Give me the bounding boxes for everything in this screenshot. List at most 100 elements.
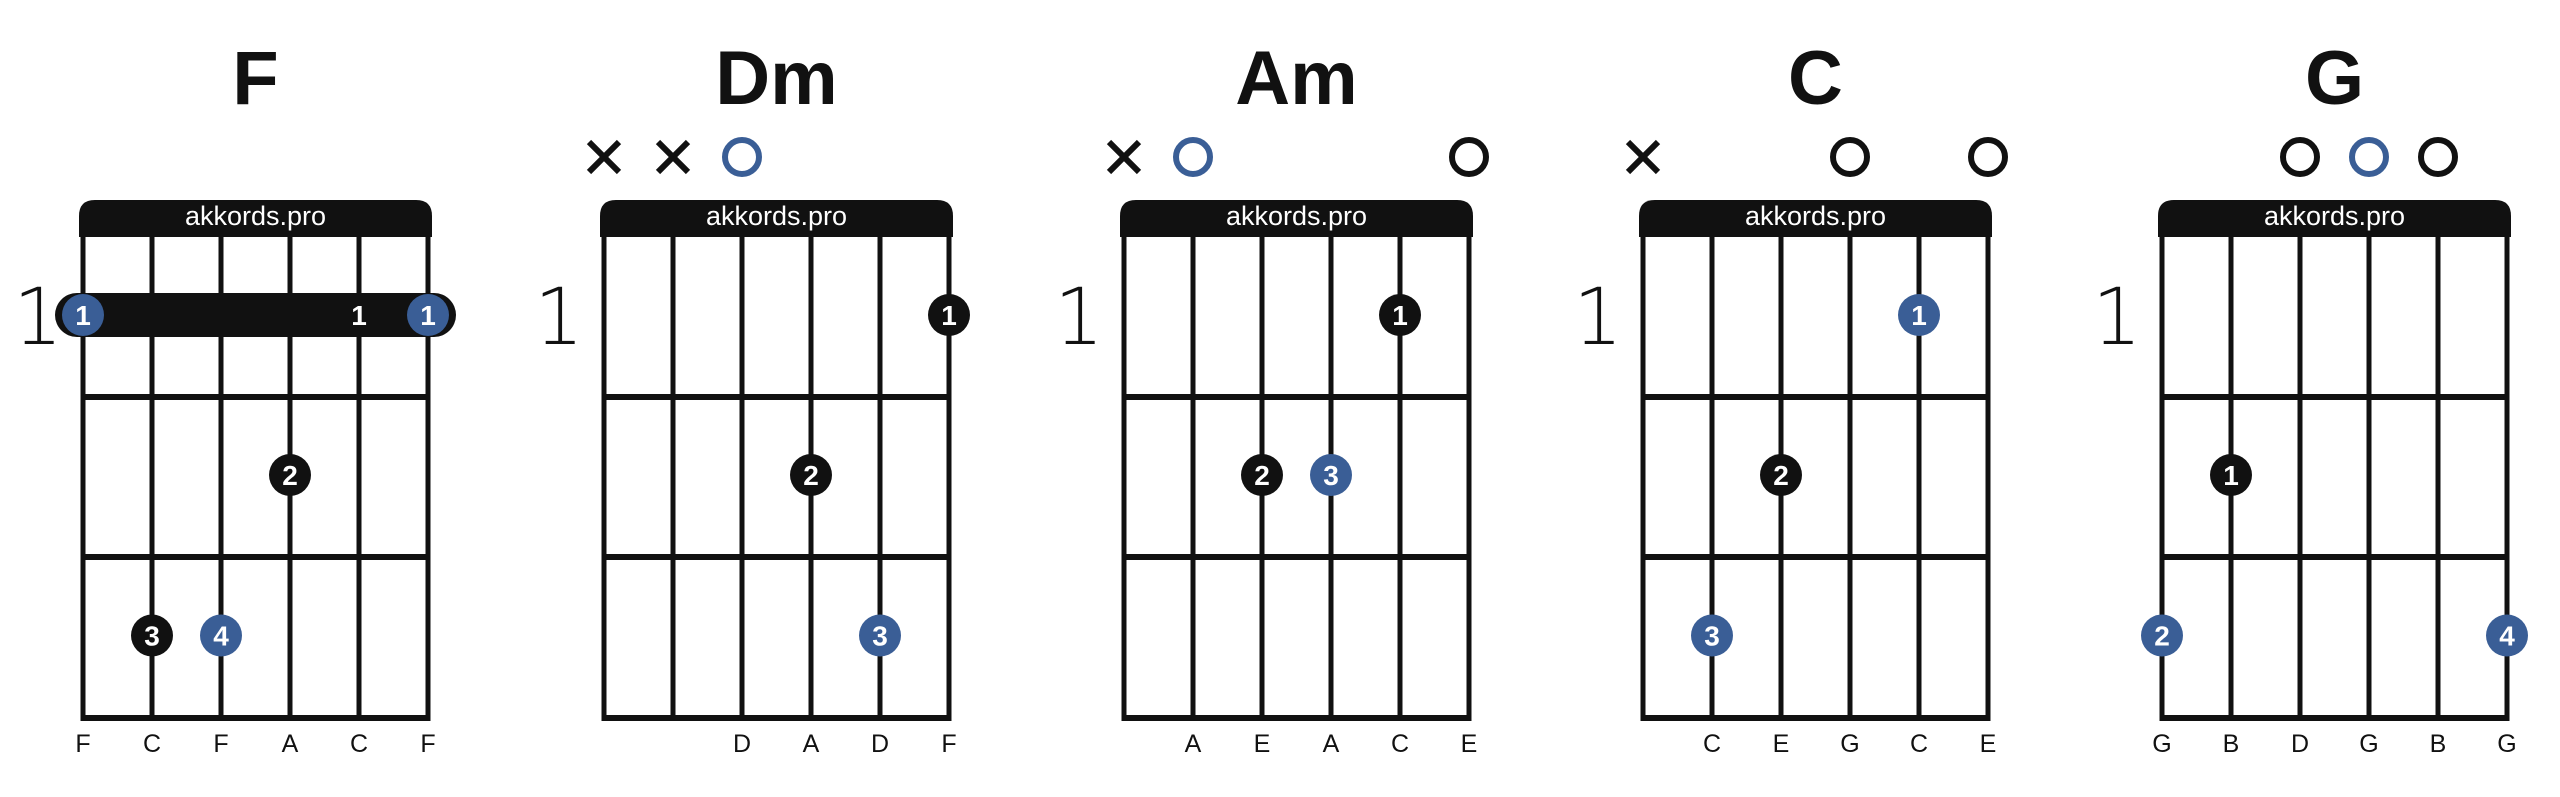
start-fret-number: 1 bbox=[2092, 273, 2142, 363]
finger-number: 1 bbox=[1392, 300, 1408, 331]
brand-label: akkords.pro bbox=[1226, 201, 1367, 231]
root-finger-dot bbox=[2486, 614, 2528, 657]
finger-number: 2 bbox=[803, 460, 819, 491]
string-note-label: D bbox=[2291, 730, 2309, 758]
finger-dot bbox=[1379, 294, 1421, 336]
string-note-label: A bbox=[282, 730, 299, 758]
string-note-label: F bbox=[420, 730, 435, 758]
string-note-label: C bbox=[1910, 730, 1928, 758]
string-note-label: E bbox=[1980, 730, 1997, 758]
finger-dot bbox=[790, 454, 832, 496]
string-note-label: C bbox=[1703, 730, 1721, 758]
root-finger-dot bbox=[2141, 614, 2183, 657]
chord-am: Am akkords.pro 1 1 2 3A E A C E bbox=[1054, 36, 1489, 758]
chord-name: F bbox=[232, 36, 278, 121]
root-finger-dot bbox=[1898, 294, 1940, 336]
brand-label: akkords.pro bbox=[185, 201, 326, 231]
string-note-label: C bbox=[1391, 730, 1409, 758]
nut-header-bar bbox=[1639, 200, 1992, 237]
finger-number: 3 bbox=[1704, 621, 1720, 652]
root-finger-dot bbox=[200, 614, 242, 657]
open-string-icon bbox=[2280, 137, 2320, 177]
finger-number: 2 bbox=[1254, 460, 1270, 491]
string-note-label: B bbox=[2223, 730, 2240, 758]
chord-name: G bbox=[2305, 36, 2364, 121]
barre-finger-number: 1 bbox=[351, 300, 367, 331]
finger-number: 1 bbox=[941, 300, 957, 331]
chord-name: Dm bbox=[715, 36, 837, 121]
finger-dot bbox=[131, 614, 173, 657]
finger-number: 3 bbox=[1323, 460, 1339, 491]
finger-dot bbox=[1241, 454, 1283, 496]
root-finger-dot bbox=[407, 294, 449, 336]
string-note-label: G bbox=[2359, 730, 2378, 758]
finger-number: 4 bbox=[213, 621, 229, 652]
string-note-label: C bbox=[143, 730, 161, 758]
finger-number: 1 bbox=[420, 300, 436, 331]
open-string-icon bbox=[1449, 137, 1489, 177]
start-fret-number: 1 bbox=[1573, 273, 1623, 363]
start-fret-number: 1 bbox=[534, 273, 584, 363]
barre-bar bbox=[55, 293, 456, 337]
brand-label: akkords.pro bbox=[706, 201, 847, 231]
string-note-label: E bbox=[1254, 730, 1271, 758]
finger-dot bbox=[928, 294, 970, 336]
nut-header-bar bbox=[2158, 200, 2511, 237]
nut-header-bar bbox=[79, 200, 432, 237]
string-note-label: E bbox=[1461, 730, 1478, 758]
open-string-icon bbox=[722, 137, 762, 177]
start-fret-number: 1 bbox=[13, 273, 63, 363]
chord-dm: Dm akkords.pro 1 1 2 3D A D F bbox=[534, 36, 970, 758]
finger-number: 2 bbox=[2154, 621, 2170, 652]
finger-number: 1 bbox=[75, 300, 91, 331]
finger-number: 4 bbox=[2499, 621, 2515, 652]
finger-number: 3 bbox=[872, 621, 888, 652]
root-finger-dot bbox=[62, 294, 104, 336]
open-string-icon bbox=[1968, 137, 2008, 177]
open-string-icon bbox=[1173, 137, 1213, 177]
string-note-label: D bbox=[871, 730, 889, 758]
string-note-label: A bbox=[1185, 730, 1202, 758]
chord-name: C bbox=[1788, 36, 1843, 121]
start-fret-number: 1 bbox=[1054, 273, 1104, 363]
string-note-label: B bbox=[2430, 730, 2447, 758]
string-note-label: D bbox=[733, 730, 751, 758]
string-note-label: F bbox=[941, 730, 956, 758]
root-finger-dot bbox=[1310, 454, 1352, 496]
finger-dot bbox=[1760, 454, 1802, 496]
finger-number: 2 bbox=[282, 460, 298, 491]
string-note-label: A bbox=[1323, 730, 1340, 758]
open-string-icon bbox=[1830, 137, 1870, 177]
string-note-label: F bbox=[75, 730, 90, 758]
brand-label: akkords.pro bbox=[1745, 201, 1886, 231]
string-note-label: G bbox=[1840, 730, 1859, 758]
muted-string-icon bbox=[1625, 139, 1661, 175]
string-note-label: F bbox=[213, 730, 228, 758]
brand-label: akkords.pro bbox=[2264, 201, 2405, 231]
chord-name: Am bbox=[1235, 36, 1357, 121]
string-note-label: G bbox=[2497, 730, 2516, 758]
root-finger-dot bbox=[1691, 614, 1733, 657]
finger-number: 1 bbox=[2223, 460, 2239, 491]
muted-string-icon bbox=[655, 139, 691, 175]
open-string-icon bbox=[2418, 137, 2458, 177]
string-note-label: E bbox=[1773, 730, 1790, 758]
string-note-label: A bbox=[803, 730, 820, 758]
string-note-label: C bbox=[350, 730, 368, 758]
finger-dot bbox=[269, 454, 311, 496]
string-note-label: G bbox=[2152, 730, 2171, 758]
nut-header-bar bbox=[1120, 200, 1473, 237]
open-string-icon bbox=[2349, 137, 2389, 177]
finger-number: 1 bbox=[1911, 300, 1927, 331]
root-finger-dot bbox=[859, 614, 901, 657]
finger-dot bbox=[2210, 454, 2252, 496]
muted-string-icon bbox=[586, 139, 622, 175]
muted-string-icon bbox=[1106, 139, 1142, 175]
nut-header-bar bbox=[600, 200, 953, 237]
finger-number: 3 bbox=[144, 621, 160, 652]
finger-number: 2 bbox=[1773, 460, 1789, 491]
